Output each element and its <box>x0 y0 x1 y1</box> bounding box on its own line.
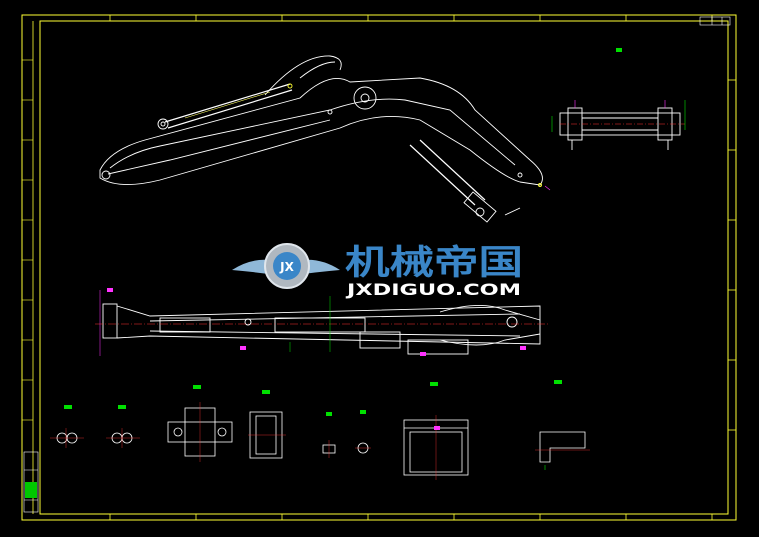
watermark-logo <box>232 243 340 289</box>
bracket-detail <box>535 380 590 470</box>
sleeve-section <box>248 390 286 459</box>
bushing-section <box>551 48 686 150</box>
bearing-housing-section <box>403 382 469 480</box>
sheet-frame <box>21 14 737 521</box>
watermark-logo-glyph: JX <box>279 260 294 274</box>
watermark-title: 机械帝国 <box>345 243 523 283</box>
bolt-detail <box>322 412 336 458</box>
corner-title-stub <box>699 16 731 26</box>
pin-detail-left <box>50 405 84 448</box>
pin-detail-right <box>106 405 140 448</box>
watermark-subtitle: JXDIGUO.COM <box>346 280 521 299</box>
boom-side-elevation <box>99 55 551 223</box>
washer-detail <box>355 410 371 454</box>
hub-section <box>167 385 233 462</box>
boom-plan-view <box>95 288 548 356</box>
